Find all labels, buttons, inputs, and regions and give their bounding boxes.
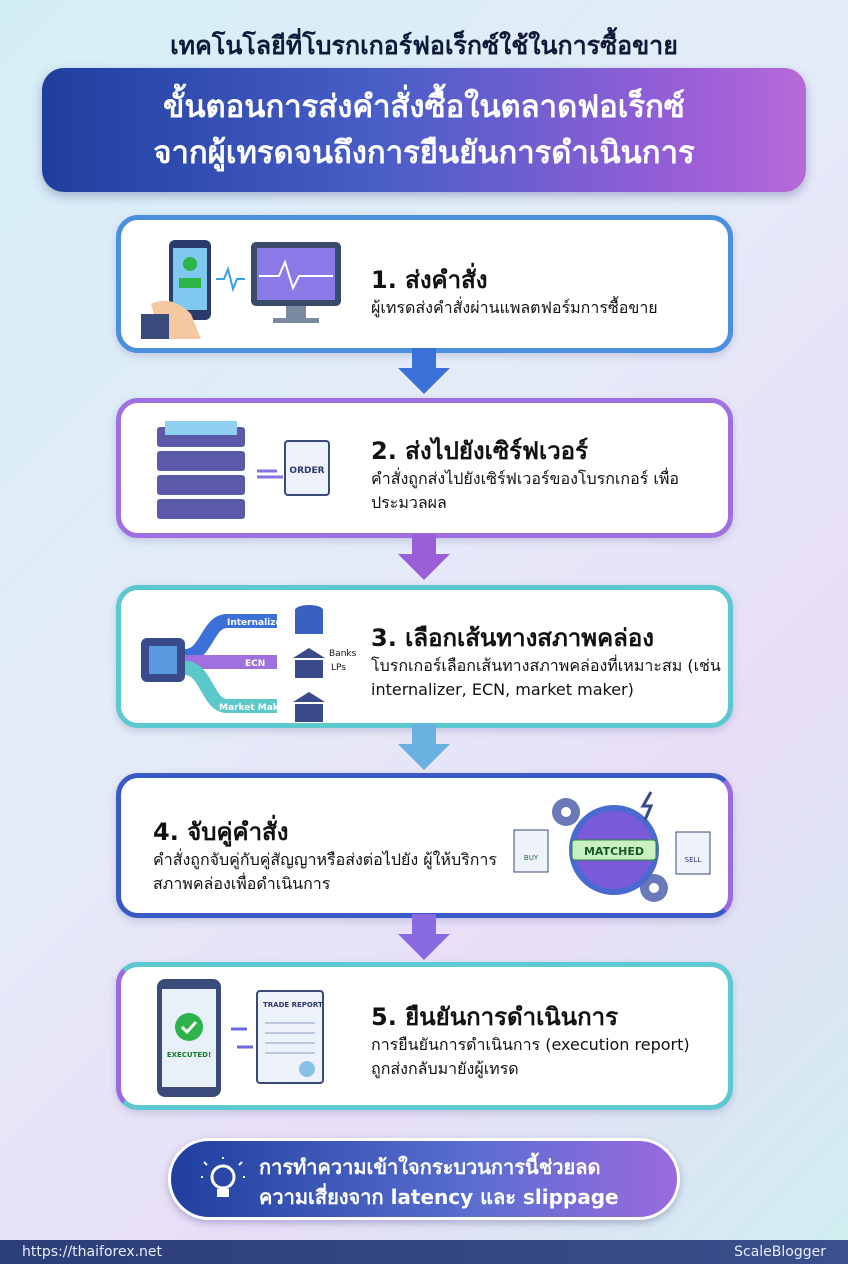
- lightbulb-icon: [201, 1157, 245, 1197]
- footer: https://thaiforex.net ScaleBlogger: [0, 1240, 848, 1264]
- banner-line-2: จากผู้เทรดจนถึงการยืนยันการดำเนินการ: [153, 135, 695, 171]
- tip-line-1: การทำความเข้าใจกระบวนการนี้ช่วยลด: [259, 1155, 601, 1179]
- step-4-title: 4. จับคู่คำสั่ง: [153, 818, 289, 846]
- footer-url[interactable]: https://thaiforex.net: [22, 1244, 163, 1260]
- footer-brand: ScaleBlogger: [734, 1244, 826, 1260]
- banner: ขั้นตอนการส่งคำสั่งซื้อในตลาดฟอเร็กซ์ จา…: [42, 68, 806, 192]
- lps-label: LPs: [331, 663, 346, 673]
- arrow-down-icon: [398, 348, 450, 394]
- step-2-desc: คำสั่งถูกส่งไปยังเซิร์ฟเวอร์ของโบรกเกอร์…: [371, 469, 679, 512]
- step-3-card: Internalizer ECN Market Maker Banks LPs …: [116, 585, 733, 728]
- report-icon: EXECUTED! TRADE REPORT: [157, 979, 324, 1097]
- executed-label: EXECUTED!: [167, 1051, 211, 1059]
- trade-report-label: TRADE REPORT: [263, 1001, 323, 1009]
- arrow-down-icon: [398, 914, 450, 960]
- route-internalizer: Internalizer: [227, 618, 287, 628]
- step-1-desc: ผู้เทรดส่งคำสั่งผ่านแพลตฟอร์มการซื้อขาย: [371, 298, 658, 317]
- server-icon: ORDER: [157, 421, 330, 519]
- step-5-card: EXECUTED! TRADE REPORT 5. ยืนยันการดำเนิ…: [116, 962, 733, 1110]
- order-doc-label: ORDER: [289, 466, 324, 476]
- tip-line-2: ความเสี่ยงจาก latency และ slippage: [259, 1185, 619, 1209]
- step-1-title: 1. ส่งคำสั่ง: [371, 266, 488, 294]
- matched-label: MATCHED: [584, 845, 644, 858]
- tip-box: การทำความเข้าใจกระบวนการนี้ช่วยลด ความเส…: [168, 1138, 680, 1220]
- step-4-card: 4. จับคู่คำสั่ง คำสั่งถูกจับคู่กับคู่สัญ…: [116, 773, 733, 918]
- buy-label: BUY: [524, 854, 539, 862]
- gear-icon: MATCHED BUY SELL: [513, 791, 711, 902]
- step-1-card: 1. ส่งคำสั่ง ผู้เทรดส่งคำสั่งผ่านแพลตฟอร…: [116, 215, 733, 353]
- step-5-desc: การยืนยันการดำเนินการ (execution report)…: [371, 1035, 690, 1078]
- step-5-title: 5. ยืนยันการดำเนินการ: [371, 1003, 618, 1031]
- banner-line-1: ขั้นตอนการส่งคำสั่งซื้อในตลาดฟอเร็กซ์: [163, 89, 685, 125]
- phone-monitor-icon: [141, 240, 341, 339]
- page-title: เทคโนโลยีที่โบรกเกอร์ฟอเร็กซ์ใช้ในการซื้…: [170, 31, 678, 60]
- step-3-desc: โบรกเกอร์เลือกเส้นทางสภาพคล่องที่เหมาะสม…: [371, 656, 721, 699]
- step-3-title: 3. เลือกเส้นทางสภาพคล่อง: [371, 624, 654, 652]
- step-2-title: 2. ส่งไปยังเซิร์ฟเวอร์: [371, 437, 588, 465]
- step-2-card: ORDER 2. ส่งไปยังเซิร์ฟเวอร์ คำสั่งถูกส่…: [116, 398, 733, 538]
- banks-label: Banks: [329, 649, 357, 659]
- route-ecn: ECN: [245, 659, 265, 669]
- step-4-desc: คำสั่งถูกจับคู่กับคู่สัญญาหรือส่งต่อไปยั…: [153, 850, 497, 893]
- arrow-down-icon: [398, 534, 450, 580]
- routing-icon: Internalizer ECN Market Maker Banks LPs: [141, 605, 357, 722]
- arrow-down-icon: [398, 724, 450, 770]
- route-market-maker: Market Maker: [219, 703, 290, 713]
- sell-label: SELL: [685, 856, 702, 864]
